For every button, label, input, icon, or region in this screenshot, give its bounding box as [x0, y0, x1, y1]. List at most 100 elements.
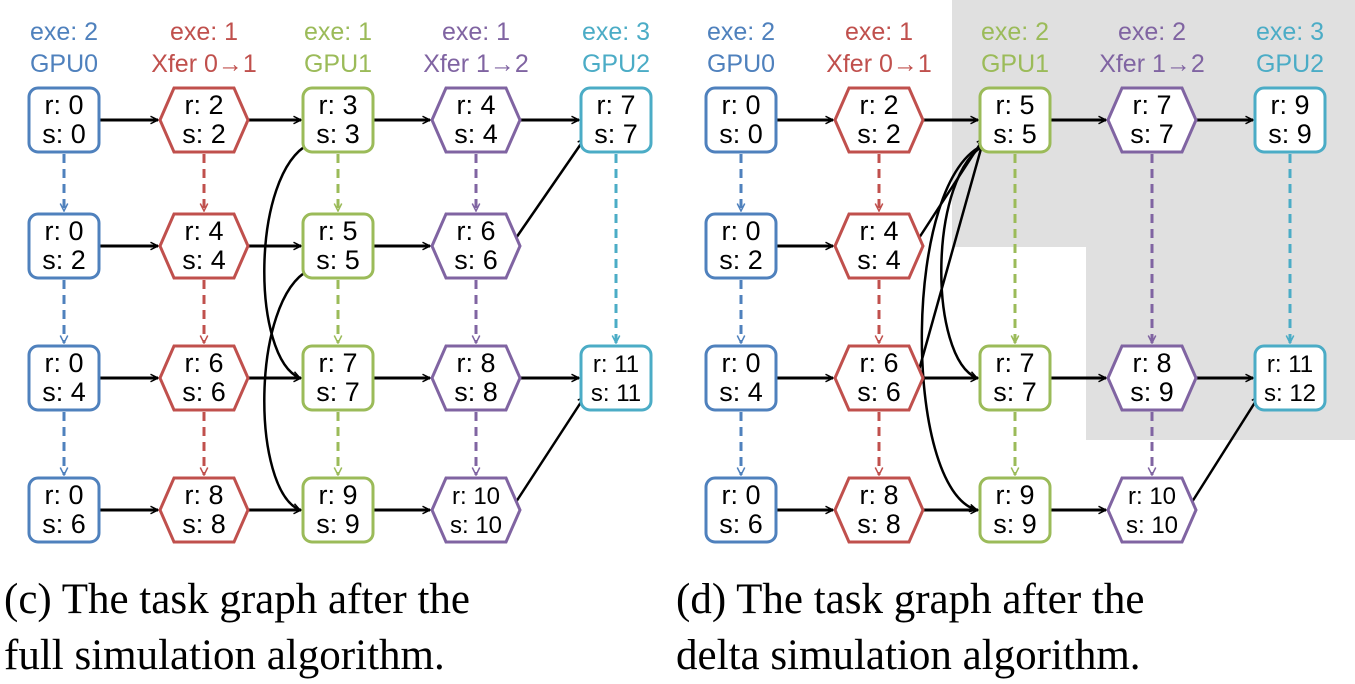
compute-task-node: r: 0s: 6 — [27, 476, 101, 544]
box-shape — [27, 86, 101, 154]
column-name-label: GPU2 — [1256, 50, 1324, 78]
column-exe-label: exe: 3 — [1256, 18, 1324, 46]
column-name-label: GPU2 — [582, 50, 650, 78]
compute-task-node: r: 0s: 2 — [27, 212, 101, 280]
box-shape — [27, 476, 101, 544]
hexagon-shape — [430, 86, 522, 154]
hexagon-shape — [833, 476, 925, 544]
caption-c-line2: full simulation algorithm. — [4, 632, 445, 679]
ready-time-label: r: 5 — [318, 216, 357, 246]
ready-time-label: r: 0 — [44, 216, 83, 246]
column-name-label: GPU1 — [981, 50, 1049, 78]
column-exe-label: exe: 2 — [30, 18, 98, 46]
transfer-task-node: r: 6s: 6 — [158, 344, 250, 412]
start-time-label: s: 4 — [454, 119, 498, 149]
ready-time-label: r: 4 — [184, 216, 223, 246]
start-time-label: s: 6 — [857, 377, 901, 407]
transfer-task-node: r: 2s: 2 — [833, 86, 925, 154]
ready-time-label: r: 0 — [721, 348, 760, 378]
start-time-label: s: 0 — [42, 119, 86, 149]
ready-time-label: r: 4 — [859, 216, 898, 246]
box-shape — [579, 86, 653, 154]
ready-time-label: r: 7 — [596, 90, 635, 120]
column-name-label: Xfer 1→2 — [1099, 50, 1205, 78]
box-shape — [301, 86, 375, 154]
ready-time-label: r: 0 — [721, 90, 760, 120]
start-time-label: s: 6 — [719, 509, 763, 539]
ready-time-label: r: 8 — [1132, 348, 1171, 378]
transfer-task-node: r: 2s: 2 — [158, 86, 250, 154]
data-edge-diagonal — [514, 396, 587, 503]
hexagon-shape — [430, 344, 522, 412]
hexagon-shape — [430, 476, 522, 544]
column-exe-label: exe: 1 — [845, 18, 913, 46]
start-time-label: s: 8 — [454, 377, 498, 407]
ready-time-label: r: 11 — [593, 351, 639, 378]
ready-time-label: r: 6 — [859, 348, 898, 378]
data-edge-diagonal — [514, 138, 587, 239]
column-name-label: GPU1 — [304, 50, 372, 78]
ready-time-label: r: 0 — [44, 480, 83, 510]
compute-task-node: r: 5s: 5 — [978, 86, 1052, 154]
start-time-label: s: 3 — [316, 119, 360, 149]
hexagon-shape — [1106, 344, 1198, 412]
caption-d-line2: delta simulation algorithm. — [676, 632, 1141, 679]
column-name-label: Xfer 0→1 — [826, 50, 932, 78]
data-edge-diagonal — [1190, 396, 1261, 503]
ready-time-label: r: 9 — [1270, 90, 1309, 120]
start-time-label: s: 2 — [857, 119, 901, 149]
ready-time-label: r: 8 — [456, 348, 495, 378]
box-shape — [704, 212, 778, 280]
transfer-task-node: r: 4s: 4 — [833, 212, 925, 280]
ready-time-label: r: 6 — [184, 348, 223, 378]
compute-task-node: r: 0s: 4 — [27, 344, 101, 412]
transfer-task-node: r: 4s: 4 — [430, 86, 522, 154]
ready-time-label: r: 7 — [318, 348, 357, 378]
nodes: r: 0s: 0r: 0s: 2r: 0s: 4r: 0s: 6r: 2s: 2… — [27, 86, 653, 544]
start-time-label: s: 2 — [182, 119, 226, 149]
edges — [741, 120, 1290, 510]
ready-time-label: r: 10 — [452, 483, 500, 510]
start-time-label: s: 10 — [450, 512, 502, 539]
start-time-label: s: 4 — [857, 245, 901, 275]
panel-c-graph: r: 0s: 0r: 0s: 2r: 0s: 4r: 0s: 6r: 2s: 2… — [27, 18, 653, 544]
edges — [64, 120, 616, 510]
start-time-label: s: 9 — [316, 509, 360, 539]
ready-time-label: r: 3 — [318, 90, 357, 120]
start-time-label: s: 7 — [1130, 119, 1174, 149]
data-edge-curved — [940, 142, 987, 378]
data-edge-curved — [920, 142, 987, 510]
start-time-label: s: 4 — [42, 377, 86, 407]
compute-task-node: r: 9s: 9 — [978, 476, 1052, 544]
ready-time-label: r: 0 — [721, 480, 760, 510]
transfer-task-node: r: 8s: 9 — [1106, 344, 1198, 412]
ready-time-label: r: 7 — [1132, 90, 1171, 120]
column-exe-label: exe: 1 — [170, 18, 238, 46]
data-edge-curved — [263, 142, 310, 378]
hexagon-shape — [158, 212, 250, 280]
hexagon-shape — [833, 86, 925, 154]
ready-time-label: r: 5 — [995, 90, 1034, 120]
start-time-label: s: 9 — [1268, 119, 1312, 149]
box-shape — [301, 212, 375, 280]
start-time-label: s: 8 — [182, 509, 226, 539]
ready-time-label: r: 9 — [995, 480, 1034, 510]
start-time-label: s: 10 — [1126, 512, 1178, 539]
start-time-label: s: 2 — [719, 245, 763, 275]
hexagon-shape — [1106, 86, 1198, 154]
ready-time-label: r: 0 — [44, 348, 83, 378]
transfer-task-node: r: 10s: 10 — [1106, 476, 1198, 544]
compute-task-node: r: 7s: 7 — [301, 344, 375, 412]
compute-task-node: r: 7s: 7 — [978, 344, 1052, 412]
compute-task-node: r: 9s: 9 — [301, 476, 375, 544]
start-time-label: s: 2 — [42, 245, 86, 275]
ready-time-label: r: 9 — [318, 480, 357, 510]
box-shape — [301, 476, 375, 544]
box-shape — [579, 344, 653, 412]
transfer-task-node: r: 4s: 4 — [158, 212, 250, 280]
start-time-label: s: 4 — [182, 245, 226, 275]
start-time-label: s: 7 — [316, 377, 360, 407]
hexagon-shape — [158, 476, 250, 544]
start-time-label: s: 6 — [182, 377, 226, 407]
